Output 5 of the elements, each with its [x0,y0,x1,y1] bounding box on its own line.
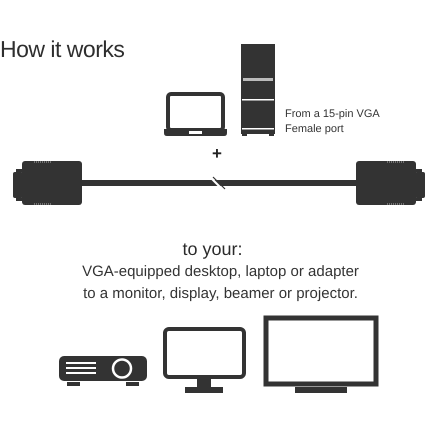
section-heading: to your: [181,238,244,260]
plus-sign: + [212,145,222,163]
page-title: How it works [0,35,124,63]
port-note: From a 15-pin VGA Female port [285,107,380,137]
device-description: VGA-equipped desktop, laptop or adapter to a monitor, display, beamer or projector. [81,262,360,304]
